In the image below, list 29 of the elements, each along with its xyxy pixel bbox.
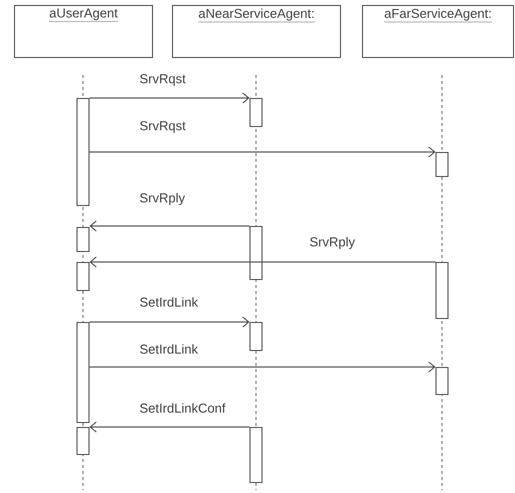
activation-bar [436, 152, 448, 177]
message-arrow [89, 316, 250, 328]
message-label: SetIrdLinkConf [138, 402, 226, 414]
participant-box: aUserAgent [14, 5, 153, 58]
message-label: SetIrdLink [138, 296, 200, 308]
activation-bar [76, 427, 90, 455]
message-arrow [89, 92, 250, 104]
message-arrow [90, 422, 250, 432]
participant-box: aFarServiceAgent: [362, 5, 514, 58]
activation-bar [250, 322, 262, 351]
activation-bar [436, 262, 448, 319]
message-arrow [90, 220, 250, 232]
activation-bar [76, 98, 90, 206]
message-arrow [89, 146, 436, 158]
message-label: SrvRqst [138, 73, 187, 87]
participant-box: aNearServiceAgent: [172, 5, 341, 58]
message-label: SrvRply [308, 236, 356, 250]
activation-bar [76, 322, 90, 423]
message-label: SetIrdLink [138, 343, 200, 355]
activation-bar [436, 367, 448, 395]
message-arrow [90, 256, 436, 268]
message-label: SrvRqst [138, 120, 187, 134]
activation-bar [250, 427, 262, 483]
activation-bar [250, 98, 262, 127]
message-label: SrvRply [138, 192, 186, 206]
activation-bar [76, 227, 90, 252]
activation-bar [76, 262, 90, 291]
message-arrow [89, 362, 436, 372]
activation-bar [250, 226, 262, 280]
